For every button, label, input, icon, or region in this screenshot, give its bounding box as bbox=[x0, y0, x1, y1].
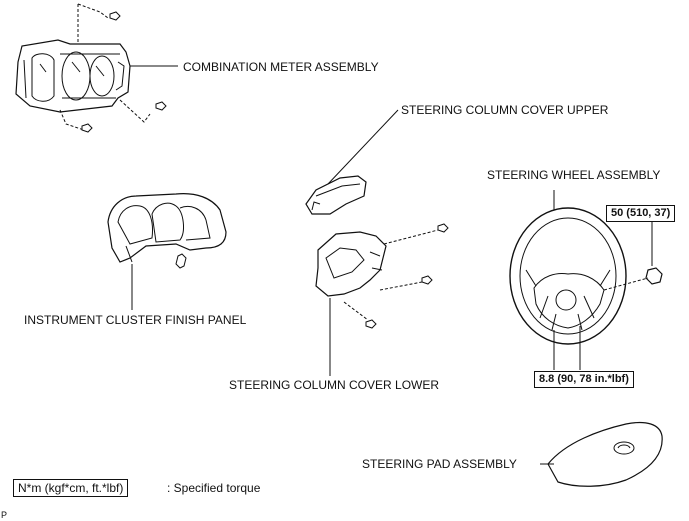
corner-mark: P bbox=[1, 510, 8, 520]
column-cover-upper-label: STEERING COLUMN COVER UPPER bbox=[401, 103, 609, 117]
steering-wheel-drawing bbox=[509, 207, 663, 345]
column-cover-upper-drawing bbox=[305, 175, 367, 215]
column-cover-lower-label: STEERING COLUMN COVER LOWER bbox=[229, 378, 440, 392]
legend-description: : Specified torque bbox=[167, 481, 261, 495]
combination-meter-drawing bbox=[15, 3, 167, 133]
steering-pad-drawing bbox=[547, 421, 663, 487]
steering-wheel-label: STEERING WHEEL ASSEMBLY bbox=[487, 168, 661, 182]
bolt-torque-box: 8.8 (90, 78 in.*lbf) bbox=[534, 371, 634, 388]
nut-torque-box: 50 (510, 37) bbox=[606, 205, 676, 222]
torque-units-legend: N*m (kgf*cm, ft.*lbf) bbox=[13, 479, 129, 497]
cluster-finish-panel-drawing bbox=[107, 193, 227, 269]
combination-meter-label: COMBINATION METER ASSEMBLY bbox=[183, 60, 379, 74]
cluster-finish-panel-label: INSTRUMENT CLUSTER FINISH PANEL bbox=[24, 313, 247, 327]
steering-pad-label: STEERING PAD ASSEMBLY bbox=[362, 457, 517, 471]
column-cover-lower-drawing bbox=[315, 223, 449, 329]
